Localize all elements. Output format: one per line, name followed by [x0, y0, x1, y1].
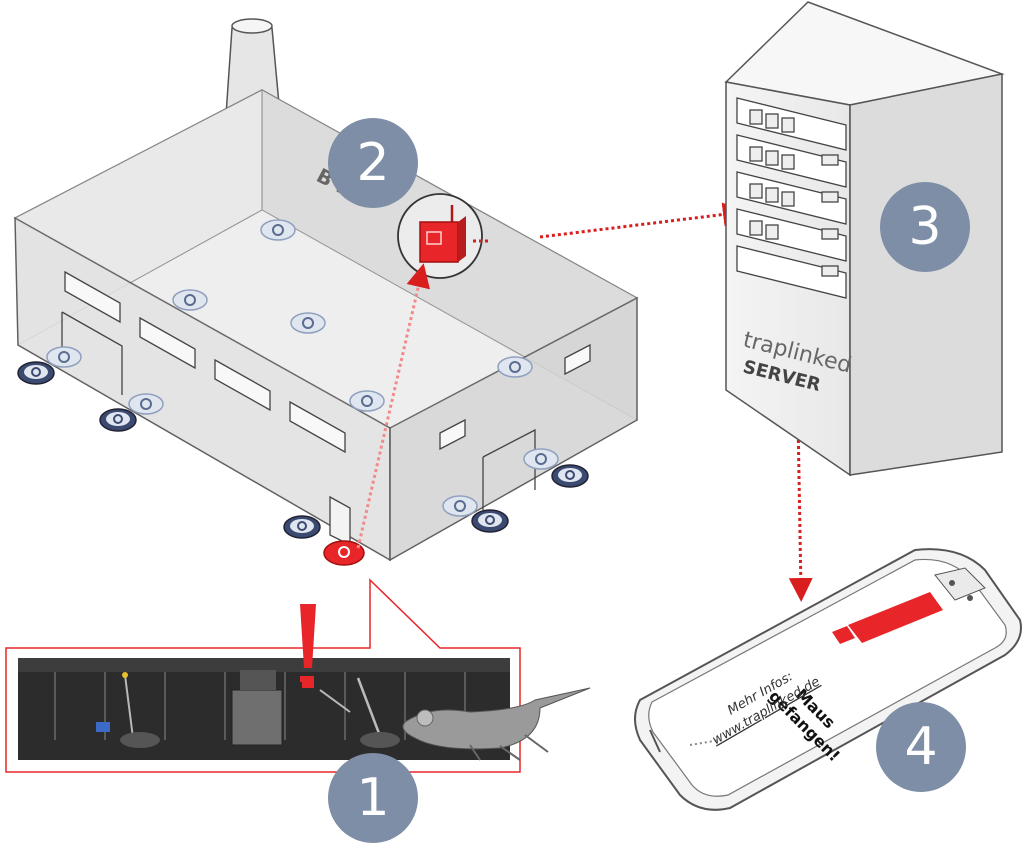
trap-detail-callout — [5, 578, 591, 773]
trap-sensor-icon — [551, 464, 589, 488]
trap-sensor-icon — [349, 390, 385, 412]
step-number: 2 — [356, 133, 390, 193]
gateway-icon — [419, 205, 466, 263]
step-number: 3 — [908, 197, 942, 257]
exclamation-icon — [300, 604, 316, 688]
step-number: 1 — [356, 768, 390, 828]
trap-sensors — [17, 219, 589, 566]
trap-sensor-icon — [46, 346, 82, 368]
step-badge-2: 2 — [328, 118, 418, 208]
phone-exclamation-icon — [832, 592, 943, 644]
step-number: 4 — [904, 717, 938, 777]
step-badge-3: 3 — [880, 182, 970, 272]
mouse-icon — [402, 687, 591, 761]
trap-to-gateway-line — [356, 263, 430, 549]
data-flow-lines — [356, 202, 813, 602]
trap-sensor-icon — [283, 515, 321, 539]
warehouse-building: B B — [13, 18, 639, 562]
server: traplinked SERVER — [724, 1, 1005, 477]
step-badge-1: 1 — [328, 753, 418, 843]
gateway-to-server-line-2 — [539, 202, 747, 239]
trap-sensor-icon — [471, 509, 509, 533]
trap-sensor-icon — [260, 219, 296, 241]
server-bays — [736, 97, 847, 299]
trap-sensor-icon — [99, 408, 137, 432]
trap-sensor-icon — [290, 312, 326, 334]
smartphone: Maus gefangen! Mehr Infos: www.traplinke… — [634, 548, 1022, 811]
trap-sensor-icon — [128, 393, 164, 415]
gateway — [397, 193, 483, 279]
trap-sensor-icon — [442, 495, 478, 517]
windows — [64, 270, 591, 454]
doors — [61, 311, 536, 547]
trap-sensor-icon — [497, 356, 533, 378]
trap-sensor-icon — [523, 448, 559, 470]
trap-sensor-icon — [17, 361, 55, 385]
triggered-trap-icon — [323, 540, 365, 566]
step-badge-4: 4 — [876, 702, 966, 792]
trap-sensor-icon — [172, 289, 208, 311]
